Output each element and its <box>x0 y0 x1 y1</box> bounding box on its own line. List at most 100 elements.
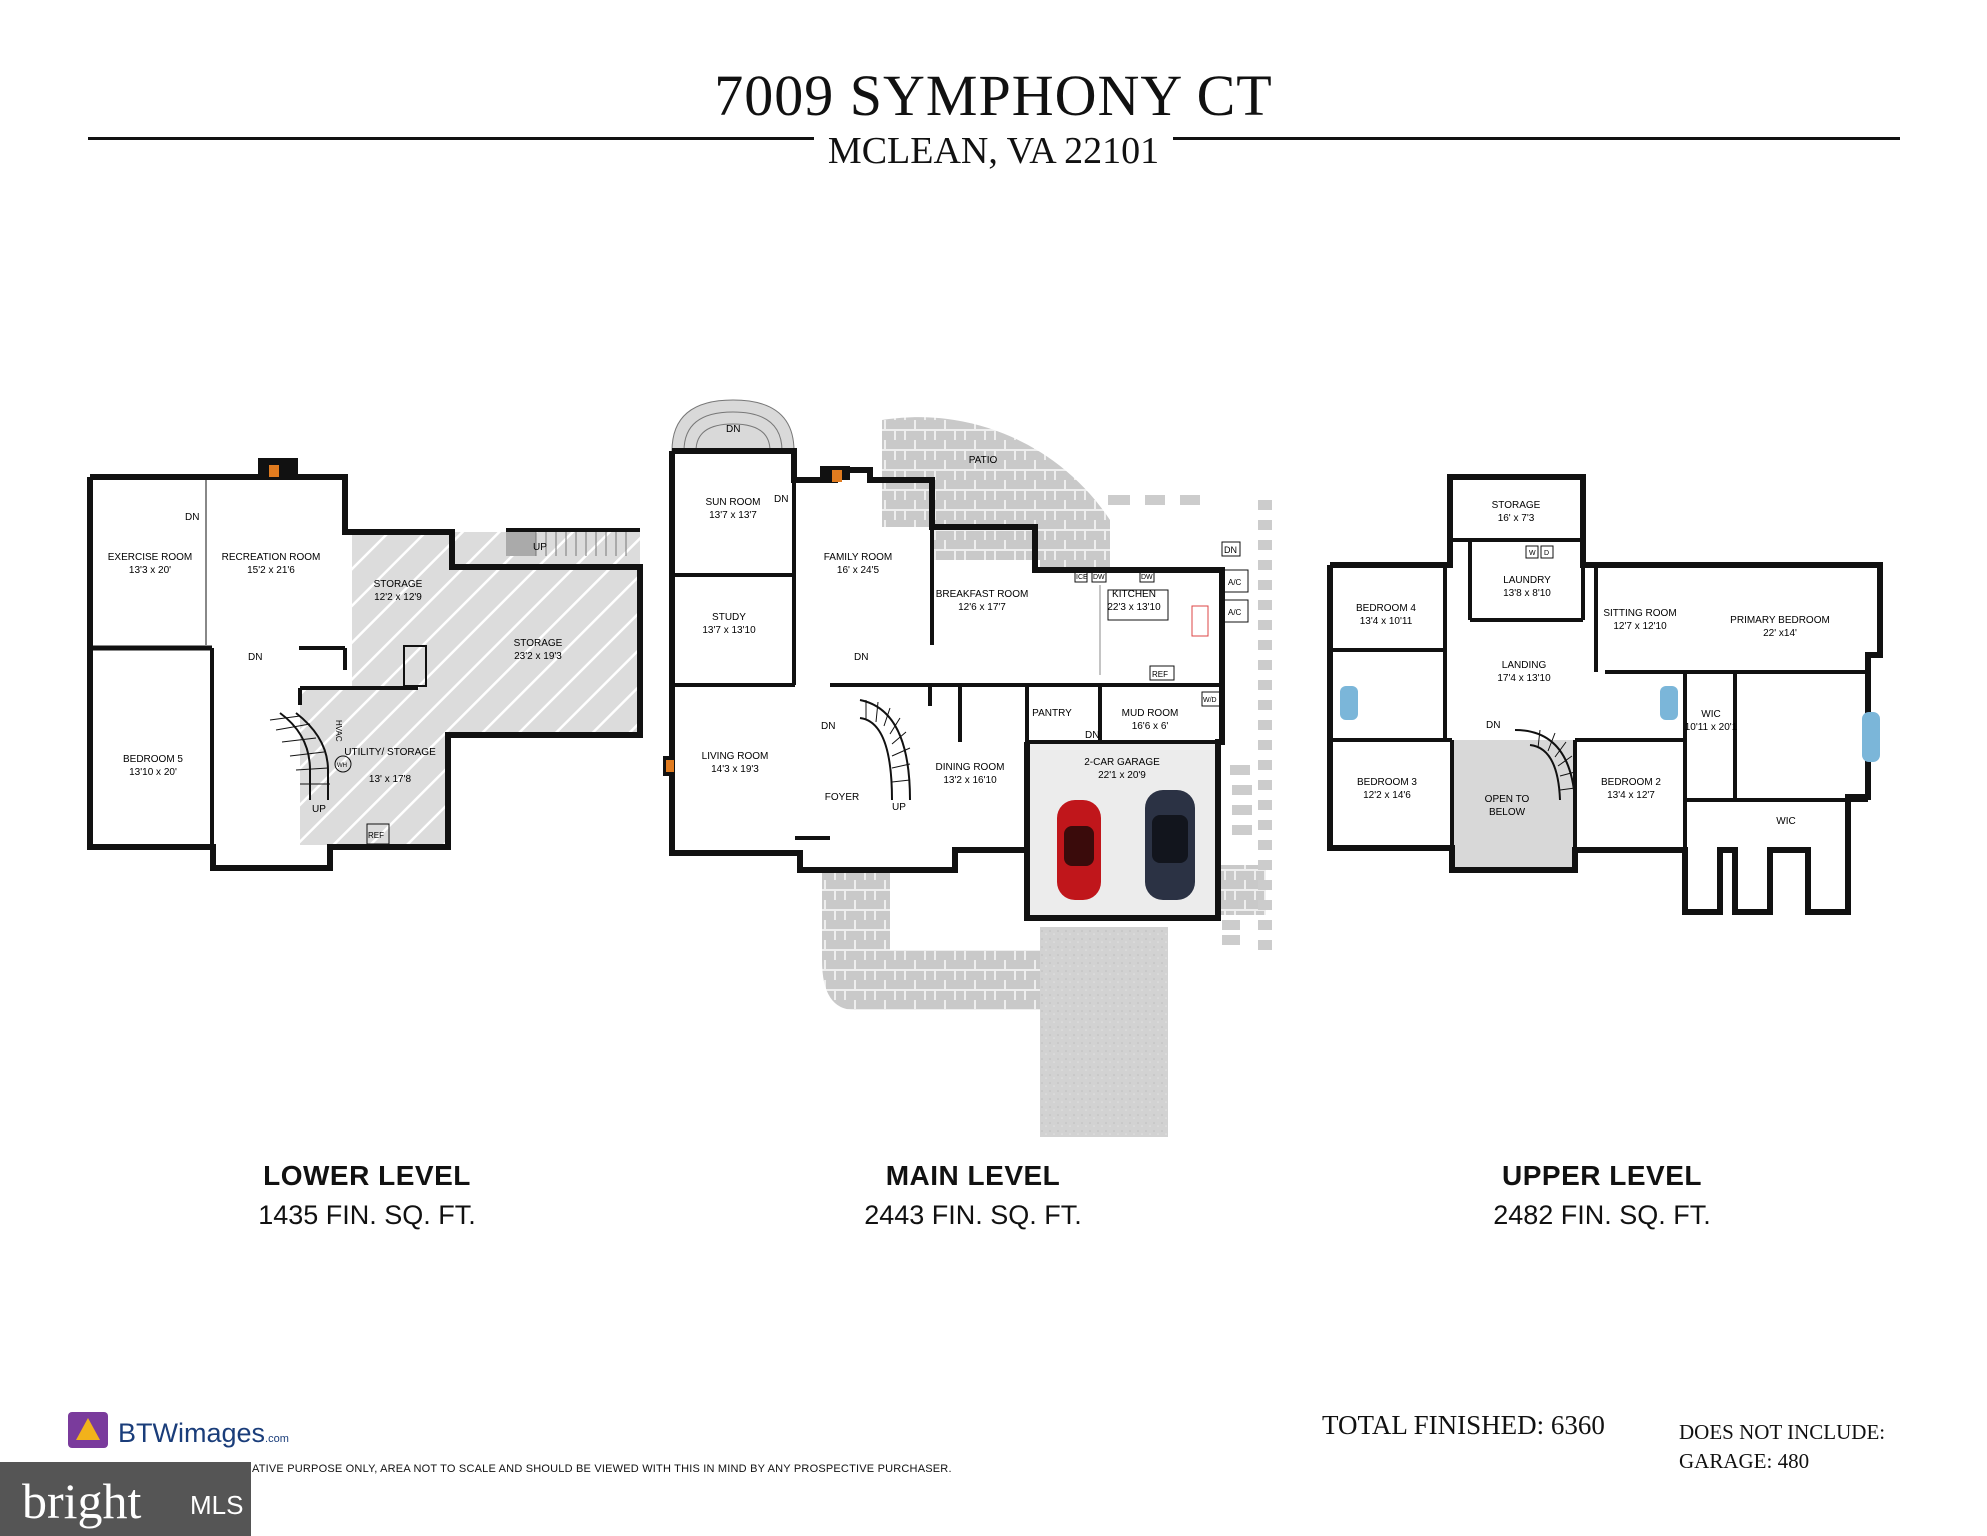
ac-label: A/C <box>1228 608 1242 617</box>
dn-label: DN <box>854 652 868 663</box>
room-size: 22'3 x 13'10 <box>1107 602 1161 613</box>
dn-label: DN <box>726 424 740 435</box>
property-address: 7009 SYMPHONY CT <box>714 63 1273 128</box>
room-name: LANDING <box>1502 660 1547 671</box>
room-name: 2-CAR GARAGE <box>1084 757 1160 768</box>
room-name: STORAGE <box>1492 500 1541 511</box>
room-name: BREAKFAST ROOM <box>936 589 1029 600</box>
dn-label: DN <box>1085 730 1099 741</box>
room-name: MUD ROOM <box>1122 708 1179 719</box>
room-name: BEDROOM 4 <box>1356 603 1416 614</box>
room-size: 10'11 x 20'1 <box>1685 722 1738 733</box>
room-name: UTILITY/ STORAGE <box>344 747 436 758</box>
room-name: DINING ROOM <box>936 762 1005 773</box>
btw-logo-icon <box>68 1412 108 1448</box>
water-heater <box>334 755 352 773</box>
room-name: RECREATION ROOM <box>222 552 321 563</box>
main-level-title: MAIN LEVEL <box>885 1160 1061 1191</box>
fireplace-icon <box>832 470 842 482</box>
open-to-below <box>1452 740 1577 870</box>
room-name: WIC <box>1701 709 1720 720</box>
dw-label: DW <box>1093 574 1105 581</box>
bathtub <box>1340 686 1358 720</box>
dn-label: DN <box>248 652 262 663</box>
room-size: 13'2 x 16'10 <box>943 775 997 786</box>
up-label: UP <box>533 542 547 553</box>
room-size: 22' x14' <box>1763 628 1797 639</box>
ref-label: REF <box>1152 670 1168 679</box>
room-name: PANTRY <box>1032 708 1072 719</box>
room-size: 16'6 x 6' <box>1132 721 1169 732</box>
upper-stair <box>1514 729 1576 801</box>
not-included-note: DOES NOT INCLUDE: GARAGE: 480 <box>1679 1418 1885 1476</box>
room-size: 12'2 x 12'9 <box>374 592 422 603</box>
room-name: PATIO <box>969 455 998 466</box>
room-size: 12'6 x 17'7 <box>958 602 1006 613</box>
garage-area: GARAGE: 480 <box>1679 1449 1810 1473</box>
room-size: 13'10 x 20' <box>129 767 177 778</box>
dn-label: DN <box>821 721 835 732</box>
room-size: 15'2 x 21'6 <box>247 565 295 576</box>
blue-car-icon <box>1145 790 1195 900</box>
dn-label: DN <box>185 512 199 523</box>
room-name: SITTING ROOM <box>1603 608 1676 619</box>
room-size: 16' x 24'5 <box>837 565 880 576</box>
washer-label: W <box>1529 550 1536 557</box>
main-stair <box>859 699 911 801</box>
room-size: 14'3 x 19'3 <box>711 764 759 775</box>
lower-level-title: LOWER LEVEL <box>263 1160 471 1191</box>
fireplace-icon <box>269 465 279 477</box>
upper-level-plan: DN W D STORAGE 16' x 7'3 LAUNDRY 13'8 x … <box>1327 474 1883 915</box>
room-name: FOYER <box>825 792 859 803</box>
bathtub <box>1660 686 1678 720</box>
room-name: BEDROOM 3 <box>1357 777 1417 788</box>
room-size: 13'3 x 20' <box>129 565 171 576</box>
room-size: 13'7 x 13'10 <box>702 625 756 636</box>
driveway <box>1040 927 1168 1137</box>
range <box>1191 605 1209 637</box>
room-size: 13'4 x 10'11 <box>1360 616 1413 627</box>
wd-label: W/D <box>1203 697 1217 704</box>
hvac-label: HVAC <box>334 720 343 742</box>
patio <box>882 417 1110 570</box>
room-size: 22'1 x 20'9 <box>1098 770 1146 781</box>
not-included-label: DOES NOT INCLUDE: <box>1679 1420 1886 1444</box>
shower <box>403 645 427 687</box>
disclaimer: ATIVE PURPOSE ONLY, AREA NOT TO SCALE AN… <box>252 1463 952 1475</box>
room-name: LAUNDRY <box>1503 575 1551 586</box>
red-car-icon <box>1057 800 1101 900</box>
up-label: UP <box>312 804 326 815</box>
ice-label: ICE <box>1076 574 1088 581</box>
brand-name: BTWimages.com <box>118 1418 289 1448</box>
room-name: SUN ROOM <box>706 497 761 508</box>
up-label: UP <box>892 802 906 813</box>
room-name: STORAGE <box>514 638 563 649</box>
ac-label: A/C <box>1228 578 1242 587</box>
room-name: STUDY <box>712 612 746 623</box>
lower-level-plan: UP DN DN UP HVAC WH REF EXERCISE ROOM 13… <box>87 458 643 871</box>
room-name: LIVING ROOM <box>702 751 769 762</box>
room-size: 17'4 x 13'10 <box>1497 673 1551 684</box>
front-walk <box>822 870 1040 1010</box>
dw-label: DW <box>1141 574 1153 581</box>
main-level-plan: DN UP DN DN DN DN DN A/C A/C ICE DW DW R… <box>663 399 1272 1137</box>
room-size: 16' x 7'3 <box>1498 513 1535 524</box>
room-name: BEDROOM 2 <box>1601 777 1661 788</box>
main-level-area: 2443 FIN. SQ. FT. <box>864 1200 1082 1230</box>
room-size: 13' x 17'8 <box>369 774 412 785</box>
bright-watermark: bright <box>22 1473 142 1529</box>
kitchen-island <box>1107 589 1169 621</box>
room-name: KITCHEN <box>1112 589 1156 600</box>
room-name: WIC <box>1776 816 1795 827</box>
room-size: 13'4 x 12'7 <box>1607 790 1655 801</box>
room-size: 12'2 x 14'6 <box>1363 790 1411 801</box>
watermark-panel <box>0 1462 251 1536</box>
upper-level-title: UPPER LEVEL <box>1502 1160 1702 1191</box>
total-finished: TOTAL FINISHED: 6360 <box>1322 1410 1605 1440</box>
property-city: MCLEAN, VA 22101 <box>0 129 1987 173</box>
stair-landing <box>506 532 536 556</box>
room-name: PRIMARY BEDROOM <box>1730 615 1830 626</box>
fireplace-icon <box>666 760 674 772</box>
room-size: 13'8 x 8'10 <box>1503 588 1551 599</box>
